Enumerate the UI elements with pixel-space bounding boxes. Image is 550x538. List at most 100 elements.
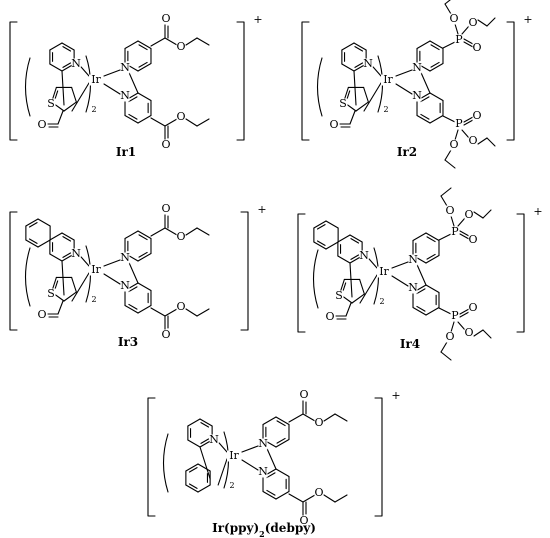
complex-3-benzo-bond	[37, 239, 51, 248]
complex-4-phosphonate-bottom-ethyl	[440, 351, 452, 361]
compound-label: Ir3	[118, 335, 138, 349]
label-mask	[37, 309, 47, 321]
complex-2-phosphonate-top-bond	[461, 25, 470, 35]
complex-5-bpy-upper-double-bond	[276, 420, 286, 427]
complex-5-bpy-lower-bond	[262, 490, 277, 500]
label-mask	[449, 13, 459, 25]
complex-3-benzo-double-bond	[28, 238, 38, 244]
complex-4-bpy-upper-bond	[425, 254, 440, 264]
label-mask	[161, 329, 171, 341]
complex-5-phenyl-bond	[197, 463, 211, 472]
complex-2-bpy-lower-double-bond	[420, 113, 430, 120]
bipyridine-nitrogen: N	[120, 279, 130, 292]
complex-3-benzo-double-bond	[28, 222, 38, 228]
complex-3-aldehyde	[57, 300, 64, 315]
complex-4-left-bracket	[297, 213, 306, 333]
aldehyde-oxygen: O	[37, 308, 46, 321]
complex-3-coordination	[80, 256, 90, 267]
complex-5-phenyl-double-bond	[188, 467, 198, 473]
complex-4-left-paren	[312, 249, 319, 309]
complex-5-bpy-lower-bond	[275, 490, 290, 500]
complex-2-bpy-lower-double-bond	[420, 96, 430, 103]
complex-1-bpy-upper-double-bond	[138, 61, 148, 68]
complex-4-phosphonate-bottom-ethyl	[473, 329, 484, 337]
complex-3-benzo-bond	[25, 239, 39, 248]
complex-1-coordination	[103, 69, 121, 77]
compound-label: Ir(ppy)2(debpy)	[212, 521, 316, 538]
complex-2-phosphonate-bottom-ethyl	[444, 149, 452, 161]
complex-1-pyridine-bond	[49, 42, 63, 51]
label-mask	[120, 252, 130, 264]
complex-1-charge: +	[253, 13, 262, 26]
complex-3-ester-top-bond	[150, 227, 166, 237]
carbonyl-oxygen: O	[161, 138, 170, 151]
label-mask	[377, 266, 391, 278]
label-mask	[454, 118, 464, 130]
complex-5-biaryl	[199, 446, 211, 480]
complex-5-ligand-count: 2	[229, 481, 234, 490]
complex-5-ester-top-ethyl	[334, 413, 348, 422]
label-mask	[445, 331, 455, 343]
complex-3-thiophene-bond	[63, 291, 77, 302]
complex-5-bpy-upper-bond	[262, 416, 277, 426]
complex-2-bpy-upper-bond	[429, 62, 444, 72]
complex-2-phosphonate-top-ethyl	[444, 3, 452, 15]
complex-5-ester-top-ethyl	[323, 413, 336, 422]
complex-1-ester-bottom-bond	[164, 118, 178, 127]
complex-4-phosphonate-top-po	[459, 230, 470, 237]
complex-4-benzo-double-bond	[316, 224, 326, 230]
complex-1-thiophene-bond	[71, 86, 77, 103]
complex-3-bpy-upper-double-bond	[138, 234, 148, 241]
ester-oxygen: O	[314, 486, 323, 499]
complex-4-bpy-lower-bond	[425, 306, 440, 316]
complex-4-phosphonate-bottom-bond	[457, 321, 466, 331]
phosphonate-oxygen: O	[445, 330, 454, 343]
label-mask	[325, 311, 335, 323]
complex-2-phosphonate-top-ethyl	[444, 0, 451, 5]
label-mask	[209, 434, 219, 446]
complex-4-pyridine-bond	[349, 234, 363, 243]
label-mask	[338, 98, 348, 110]
iridium-atom: Ir	[91, 73, 101, 86]
complex-1-ester-top-ethyl	[196, 37, 210, 46]
bipyridine-nitrogen: N	[120, 61, 130, 74]
complex-2-phosphonate-bottom-bond	[461, 129, 470, 139]
complex-4-phosphonate-top-bond	[457, 217, 466, 227]
phosphonate-oxygen: O	[449, 12, 458, 25]
complex-5-ester-top-bond	[288, 413, 304, 423]
complex-3-pyridine-bond	[49, 253, 63, 262]
complex-5-pyridine-double-bond	[200, 438, 210, 444]
phosphonate-oxygen: O	[468, 134, 477, 147]
complex-4-pyridine-double-bond	[350, 254, 360, 260]
label-mask	[37, 119, 47, 131]
complex-1-coordination	[80, 66, 90, 77]
complex-5-ester-bottom-ethyl	[323, 494, 336, 503]
complex-3-pyridine-double-bond	[62, 236, 72, 242]
label-mask	[412, 62, 422, 74]
iridium-atom: Ir	[379, 265, 389, 278]
phosphonate-oxygen: O	[445, 204, 454, 217]
complex-3-bpy-upper-bond	[137, 230, 152, 240]
compound-label: Ir4	[400, 337, 420, 351]
label-mask	[120, 90, 130, 102]
complex-1-aldehyde	[57, 110, 64, 125]
complex-3-charge: +	[257, 203, 266, 216]
phosphorus-atom: P	[455, 33, 463, 46]
label-mask	[120, 62, 130, 74]
complex-4-benzo-double-bond	[316, 240, 326, 246]
complex-2-thiophene-bond	[363, 86, 369, 103]
complex-3-thiophene-double-bond	[54, 280, 59, 291]
complex-4-phosphonate-top-ethyl	[473, 211, 484, 219]
complex-4-thiophene-bond	[359, 278, 365, 295]
compound-label: Ir1	[116, 145, 136, 159]
complex-5-right-bracket	[374, 397, 383, 517]
complex-4-phosphonate-bottom-bond	[438, 307, 452, 315]
iridium-atom: Ir	[383, 73, 393, 86]
complex-2-coordination	[372, 66, 382, 77]
complex-2-bpy-upper-bond	[416, 40, 431, 50]
complex-5-bpy-upper-bond	[275, 416, 290, 426]
complex-2-phosphonate-top-bond	[454, 23, 459, 35]
complex-3-cyclometalation	[71, 272, 90, 302]
